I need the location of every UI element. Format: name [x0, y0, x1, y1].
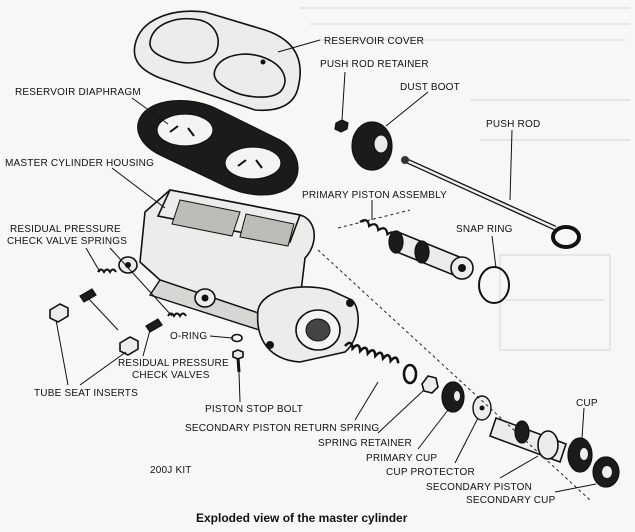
label-master-cylinder-housing: MASTER CYLINDER HOUSING — [5, 158, 154, 169]
reservoir-diaphragm — [137, 99, 299, 196]
label-residual-springs-line2: CHECK VALVE SPRINGS — [7, 236, 127, 247]
assembly-axis — [317, 209, 591, 501]
figure-caption: Exploded view of the master cylinder — [196, 511, 408, 525]
snap-ring — [478, 266, 510, 304]
label-tube-seat-inserts: TUBE SEAT INSERTS — [34, 388, 138, 399]
label-cup-protector: CUP PROTECTOR — [386, 467, 475, 478]
secondary-piston — [488, 416, 568, 464]
label-residual-springs-line1: RESIDUAL PRESSURE — [10, 224, 121, 235]
master-cylinder-housing — [118, 189, 359, 363]
label-push-rod: PUSH ROD — [486, 119, 540, 130]
label-dust-boot: DUST BOOT — [400, 82, 460, 93]
residual-check-valve-springs — [97, 268, 187, 318]
piston-stop-bolt — [232, 349, 244, 373]
label-push-rod-retainer: PUSH ROD RETAINER — [320, 59, 429, 70]
spring-retainer — [421, 375, 439, 394]
primary-piston-assembly — [359, 219, 474, 280]
cup-protector — [472, 395, 492, 421]
secondary-cup — [592, 456, 620, 488]
primary-cup — [441, 381, 465, 413]
label-residual-valves-line2: CHECK VALVES — [132, 370, 210, 381]
label-primary-cup: PRIMARY CUP — [366, 453, 437, 464]
push-rod — [401, 156, 581, 249]
leader-lines — [55, 39, 597, 493]
label-o-ring: O-RING — [170, 331, 207, 342]
reservoir-cover — [133, 10, 301, 112]
label-residual-valves-line1: RESIDUAL PRESSURE — [118, 358, 229, 369]
part-labels: RESERVOIR COVER PUSH ROD RETAINER DUST B… — [5, 36, 598, 506]
o-ring — [231, 333, 243, 343]
label-spring-retainer: SPRING RETAINER — [318, 438, 412, 449]
secondary-piston-return-spring — [344, 341, 418, 385]
label-reservoir-cover: RESERVOIR COVER — [324, 36, 424, 47]
label-reservoir-diaphragm: RESERVOIR DIAPHRAGM — [15, 87, 141, 98]
label-secondary-piston-return-spring: SECONDARY PISTON RETURN SPRING — [185, 423, 379, 434]
label-primary-piston-assembly: PRIMARY PISTON ASSEMBLY — [302, 190, 447, 201]
label-secondary-piston: SECONDARY PISTON — [426, 482, 532, 493]
cup — [567, 437, 593, 473]
kit-label: 200J KIT — [150, 465, 192, 476]
residual-check-valves — [79, 288, 163, 333]
label-piston-stop-bolt: PISTON STOP BOLT — [205, 404, 303, 415]
label-snap-ring: SNAP RING — [456, 224, 513, 235]
dust-boot — [351, 121, 393, 171]
push-rod-retainer — [334, 119, 349, 133]
tube-seat-inserts — [49, 303, 139, 356]
label-secondary-cup: SECONDARY CUP — [466, 495, 556, 506]
label-cup: CUP — [576, 398, 598, 409]
